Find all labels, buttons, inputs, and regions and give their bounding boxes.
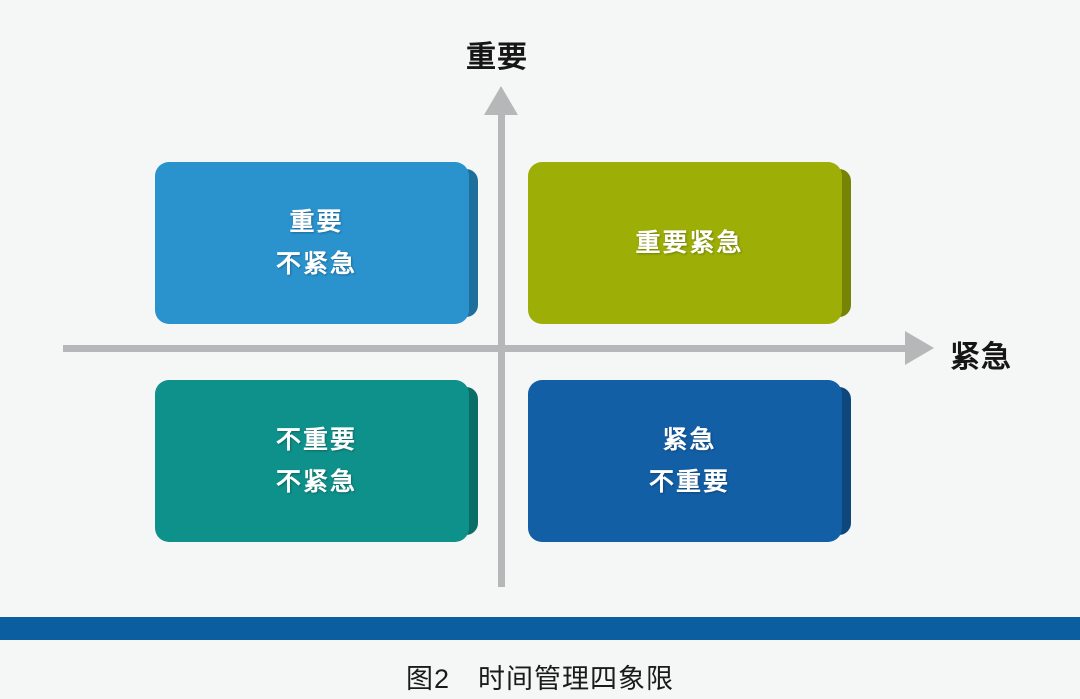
quadrant-label-line: 不紧急 [275,468,357,496]
quadrant-important-not-urgent[interactable]: 重要 不紧急 [155,162,478,324]
quadrant-label-line: 不重要 [275,426,357,454]
quadrant-label: 重要 不紧急 [276,201,357,285]
divider-bar [0,617,1080,640]
vertical-axis-line [498,108,505,587]
quadrant-label: 重要紧急 [635,222,743,264]
quadrant-label-line: 紧急 [662,426,717,454]
quadrant-label: 不重要 不紧急 [276,419,357,503]
horizontal-axis-label: 紧急 [950,341,1012,374]
quadrant-label-line: 重要 [289,208,344,236]
quadrant-not-important-not-urgent[interactable]: 不重要 不紧急 [155,380,478,542]
figure-caption: 图2 时间管理四象限 [405,664,675,694]
quadrant-label-line: 不紧急 [275,250,357,278]
horizontal-axis-arrow-icon [905,331,934,365]
horizontal-axis-line [63,345,915,352]
quadrant-label-line: 不重要 [648,468,730,496]
quadrant-face [155,162,469,324]
vertical-axis-label: 重要 [466,41,528,74]
vertical-axis-arrow-icon [484,86,518,115]
quadrant-important-urgent[interactable]: 重要紧急 [528,162,851,324]
quadrant-face [528,380,842,542]
quadrant-label-line: 重要紧急 [635,229,744,257]
quadrant-face [528,162,842,324]
quadrant-urgent-not-important[interactable]: 紧急 不重要 [528,380,851,542]
quadrant-face [155,380,469,542]
quadrant-label: 紧急 不重要 [649,419,730,503]
